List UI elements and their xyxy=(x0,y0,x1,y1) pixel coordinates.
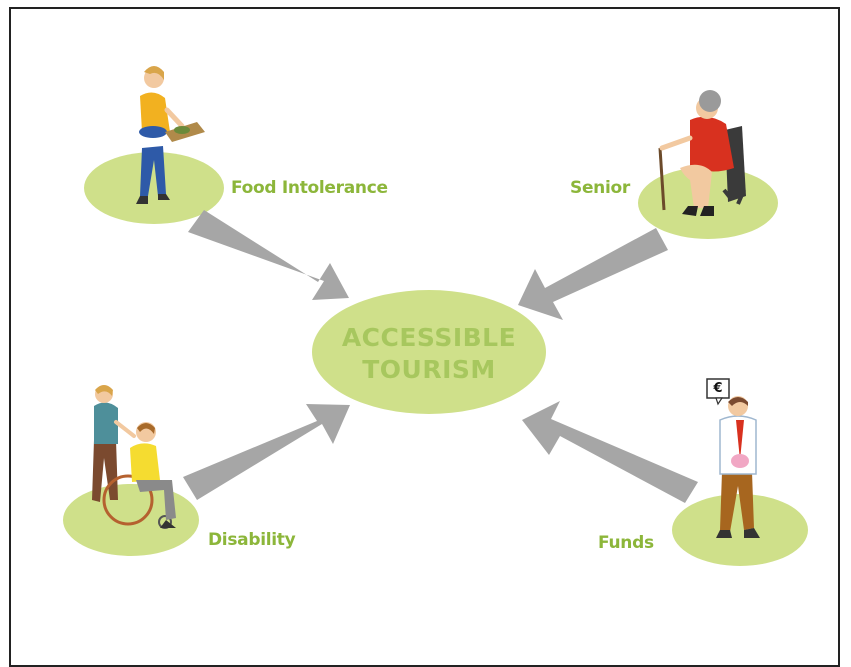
euro-symbol: € xyxy=(713,381,723,396)
arrow-food-intolerance xyxy=(188,210,349,300)
label-senior: Senior xyxy=(570,178,630,198)
label-disability: Disability xyxy=(208,530,296,550)
node-ellipse-disability xyxy=(63,484,199,556)
node-ellipse-food-intolerance xyxy=(84,152,224,224)
funds-figure xyxy=(706,378,760,538)
center-ellipse xyxy=(312,290,546,414)
senior-figure xyxy=(658,90,746,216)
node-ellipse-funds xyxy=(672,494,808,566)
center-label: ACCESSIBLE TOURISM xyxy=(313,322,545,386)
arrow-funds xyxy=(522,401,698,503)
center-label-line-2: TOURISM xyxy=(362,355,496,384)
center-label-line-1: ACCESSIBLE xyxy=(341,323,517,352)
label-food-intolerance: Food Intolerance xyxy=(231,178,388,198)
waitress-figure xyxy=(136,66,205,204)
label-funds: Funds xyxy=(598,533,654,553)
arrow-disability xyxy=(183,404,350,500)
arrow-senior xyxy=(518,228,668,320)
wheelchair-figure xyxy=(92,385,176,529)
